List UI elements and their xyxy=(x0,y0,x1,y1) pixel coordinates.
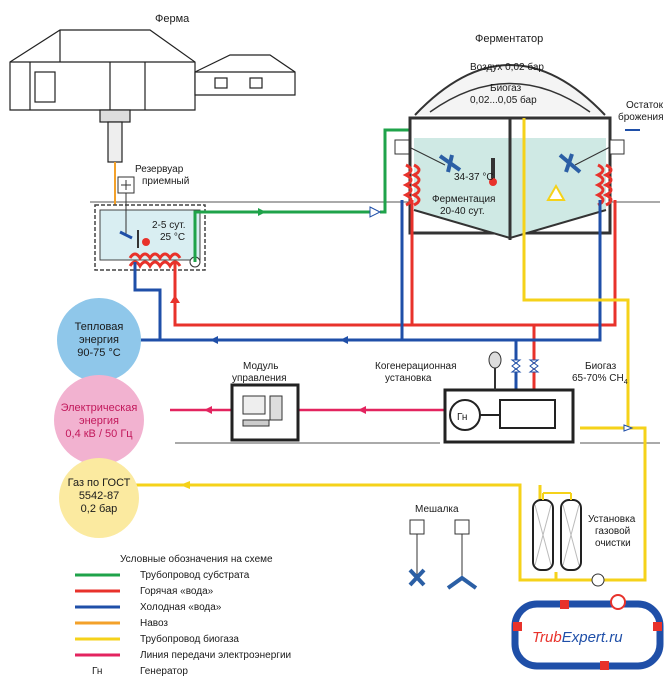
gas-line-3: 0,2 бар xyxy=(81,503,118,515)
cleaning-label-1: Установка xyxy=(588,514,636,525)
fermenter-fan-right xyxy=(609,139,625,155)
fermenter-tank xyxy=(394,64,625,240)
thermal-line-2: энергия xyxy=(79,334,119,346)
watermark-part-1: Trub xyxy=(532,629,562,646)
legend-item-label-2: Холодная «вода» xyxy=(140,602,222,613)
thermal-energy-circle: Тепловая энергия 90-75 °C xyxy=(57,298,141,382)
engine-icon xyxy=(499,399,556,429)
gas-line-1: Газ по ГОСТ xyxy=(68,477,131,489)
legend: Условные обозначения на схеме Трубопрово… xyxy=(75,553,291,677)
legend-item-label-0: Трубопровод субстрата xyxy=(140,569,250,581)
fermentation-label-1: Ферментация xyxy=(432,194,495,205)
legend-gen-abbr: Гн xyxy=(92,666,102,677)
electric-line-1: Электрическая xyxy=(61,402,138,414)
reservoir-label-2: приемный xyxy=(142,176,189,187)
residue-label-1: Остаток xyxy=(626,100,664,111)
mixer-icons xyxy=(408,519,478,590)
control-module-label-1: Модуль xyxy=(243,361,278,372)
fermentation-temp: 34-37 °C xyxy=(454,172,494,183)
fermenter-fan-left xyxy=(394,139,410,155)
legend-item-label-4: Трубопровод биогаза xyxy=(140,633,239,645)
legend-gen-label: Генератор xyxy=(140,666,188,677)
legend-item-label-3: Навоз xyxy=(140,618,168,629)
legend-item-label-1: Горячая «вода» xyxy=(140,586,214,597)
farm-building xyxy=(9,29,296,163)
legend-title: Условные обозначения на схеме xyxy=(120,553,273,565)
cogen-valves xyxy=(510,359,540,373)
control-module-label-2: управления xyxy=(232,373,287,384)
gas-circle: Газ по ГОСТ 5542-87 0,2 бар xyxy=(59,458,139,538)
valve-icon xyxy=(369,206,382,218)
thermal-line-3: 90-75 °C xyxy=(77,347,121,359)
cleaning-label-3: очистки xyxy=(595,538,631,549)
residue-label-2: брожения xyxy=(618,111,664,123)
cogen-label-1: Когенерационная xyxy=(375,361,456,372)
exhaust-icon xyxy=(488,351,502,369)
watermark-text: TrubExpert.ru xyxy=(532,629,623,646)
electric-line-2: энергия xyxy=(79,415,119,427)
biogas-top-label-2: 0,02...0,05 бар xyxy=(470,94,537,106)
biogas-top-label-1: Биогаз xyxy=(490,83,522,94)
reservoir-label-1: Резервуар xyxy=(135,164,184,175)
fermenter-thermometer xyxy=(491,158,495,180)
biogas-mid-sub: 4 xyxy=(624,379,628,386)
electric-energy-circle: Электрическая энергия 0,4 кВ / 50 Гц xyxy=(54,375,144,465)
gas-line-2: 5542-87 xyxy=(79,490,119,502)
control-module xyxy=(230,383,300,442)
cleaning-label-2: газовой xyxy=(595,526,630,537)
farm-label: Ферма xyxy=(155,13,190,25)
monitor-icon xyxy=(242,395,266,415)
biogas-mid-label-2: 65-70% CH4 xyxy=(572,373,628,386)
mixer-fan-icon xyxy=(409,519,425,535)
gas-cleaning-unit xyxy=(532,492,605,587)
thermal-line-1: Тепловая xyxy=(75,321,124,333)
watermark-part-2: Expert.ru xyxy=(562,629,624,646)
cogeneration-unit xyxy=(443,351,575,444)
air-pressure-label: Воздух 0,02 бар xyxy=(470,61,544,73)
legend-item-label-5: Линия передачи электроэнергии xyxy=(140,650,291,661)
fermenter-label: Ферментатор xyxy=(475,33,543,45)
valve-wheel-icon xyxy=(610,594,626,610)
mixer-label: Мешалка xyxy=(415,504,459,515)
fermentation-label-2: 20-40 сут. xyxy=(440,206,485,217)
reservoir-heating-coil xyxy=(128,252,182,261)
electric-line-3: 0,4 кВ / 50 Гц xyxy=(65,428,133,440)
gas-pump-icon xyxy=(591,573,605,587)
trubexpert-watermark: TrubExpert.ru xyxy=(511,594,664,670)
fermenter-heating-coils xyxy=(402,163,613,207)
biogas-mid-label-1: Биогаз xyxy=(585,361,617,372)
cogen-label-2: установка xyxy=(385,373,432,384)
substrate-pipe xyxy=(193,128,420,262)
reservoir-temp: 25 °C xyxy=(160,232,185,243)
generator-abbr: Гн xyxy=(457,412,467,423)
biogas-pipes xyxy=(110,118,647,582)
reservoir-days: 2-5 сут. xyxy=(152,220,185,231)
biogas-mid-label-2-main: 65-70% CH xyxy=(572,373,624,384)
